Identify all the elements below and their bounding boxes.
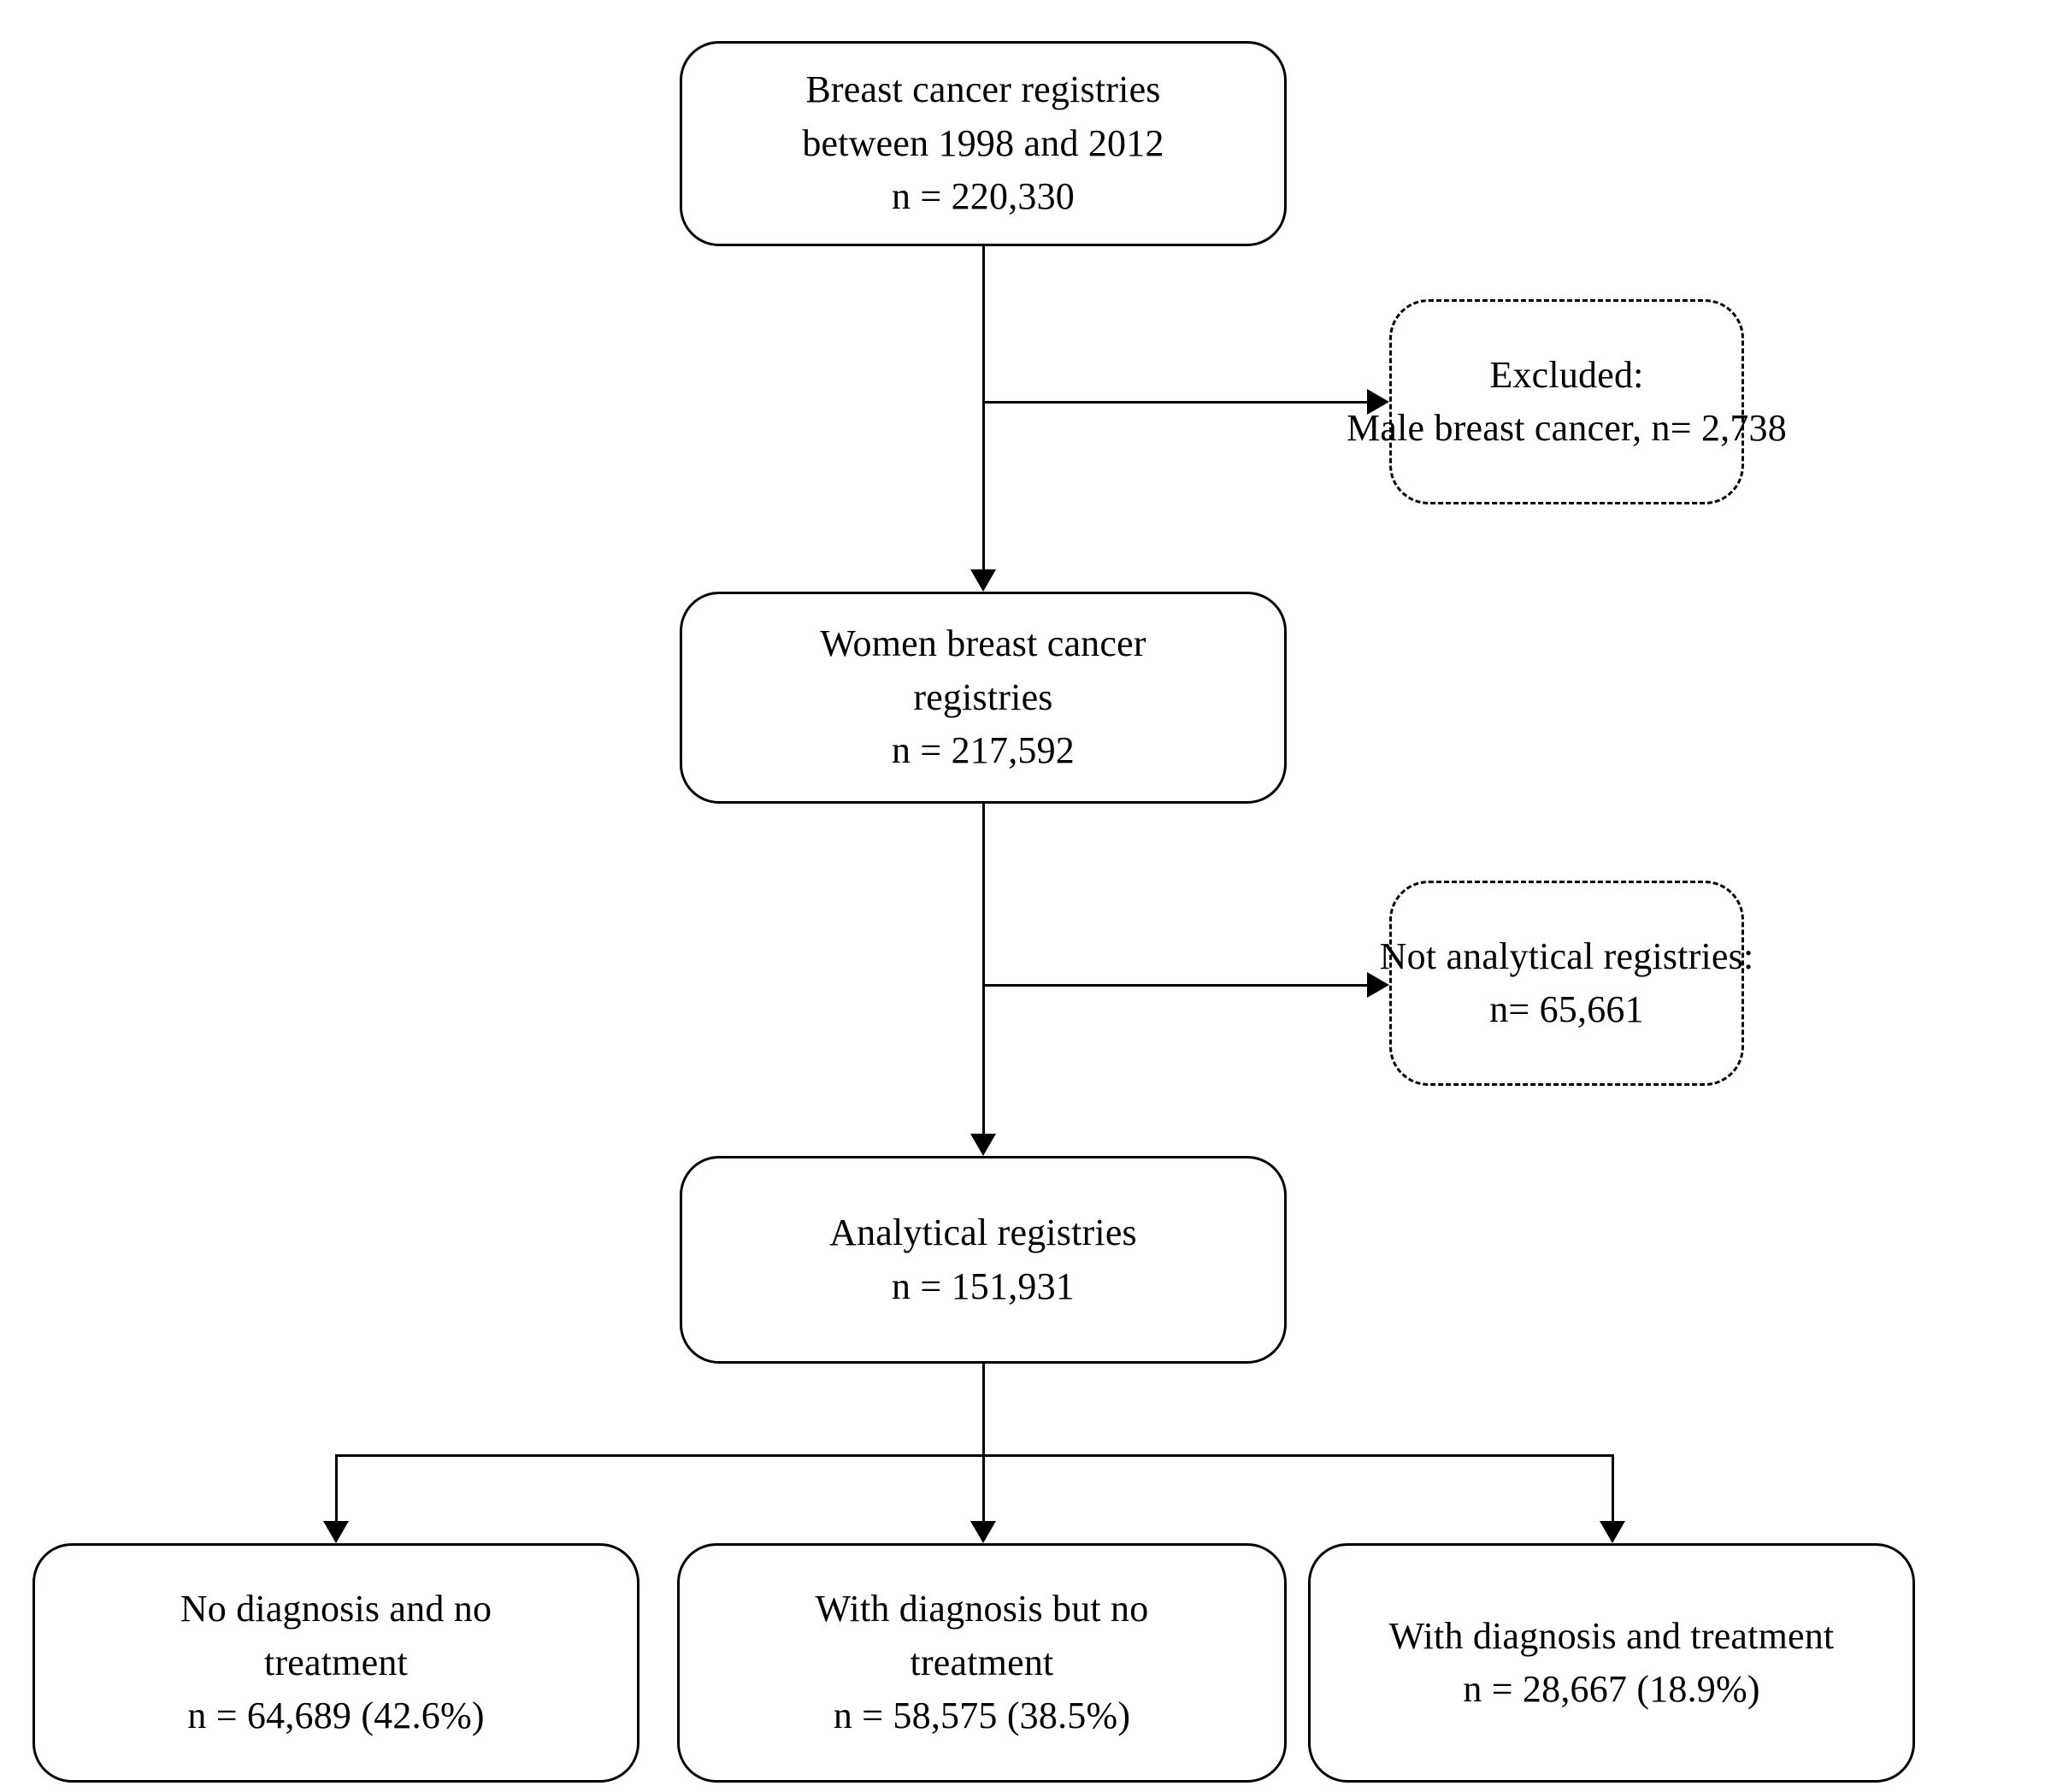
- node-line: treatment: [910, 1641, 1054, 1683]
- node-line: No diagnosis and no: [180, 1588, 492, 1630]
- node-line: n = 220,330: [891, 175, 1075, 218]
- node-line: between 1998 and 2012: [802, 121, 1164, 164]
- node-not-analytical-registries: Not analytical registries: n= 65,661: [1380, 881, 1753, 1086]
- node-line: n = 151,931: [891, 1264, 1075, 1307]
- node-women-breast-cancer-registries: Women breast cancer registries n = 217,5…: [680, 592, 1287, 804]
- arrowhead-right-icon: [1367, 389, 1389, 415]
- node-line: n = 64,689 (42.6%): [187, 1695, 485, 1737]
- node-analytical-registries: Analytical registries n = 151,931: [680, 1156, 1287, 1364]
- connector-split-branch-left: [335, 1454, 338, 1521]
- node-line: n = 28,667 (18.9%): [1463, 1668, 1760, 1710]
- node-line: Women breast cancer: [820, 622, 1146, 665]
- arrowhead-down-icon: [970, 1521, 996, 1543]
- node-line: With diagnosis and treatment: [1388, 1614, 1835, 1657]
- arrowhead-down-icon: [1600, 1521, 1625, 1543]
- connector-exclusion-male: [983, 401, 1367, 404]
- node-line: treatment: [264, 1641, 408, 1683]
- arrowhead-down-icon: [970, 1134, 996, 1156]
- node-line: Excluded:: [1489, 353, 1644, 396]
- node-line: Breast cancer registries: [805, 68, 1161, 111]
- arrowhead-down-icon: [323, 1521, 349, 1543]
- connector-women-to-analytical: [982, 804, 985, 1134]
- node-line: Analytical registries: [829, 1211, 1137, 1254]
- node-line: With diagnosis but no: [815, 1588, 1149, 1630]
- node-line: n = 58,575 (38.5%): [833, 1695, 1131, 1737]
- node-diagnosis-no-treatment: With diagnosis but no treatment n = 58,5…: [677, 1543, 1287, 1783]
- node-line: n= 65,661: [1489, 988, 1644, 1030]
- node-line: Male breast cancer, n= 2,738: [1347, 407, 1787, 449]
- node-line: Not analytical registries:: [1379, 934, 1754, 977]
- node-line: n = 217,592: [891, 729, 1075, 772]
- connector-split-branch-middle: [982, 1454, 985, 1521]
- connector-source-to-women: [982, 246, 985, 569]
- node-diagnosis-and-treatment: With diagnosis and treatment n = 28,667 …: [1308, 1543, 1915, 1783]
- node-no-diagnosis-no-treatment: No diagnosis and no treatment n = 64,689…: [32, 1543, 639, 1783]
- arrowhead-down-icon: [970, 569, 996, 592]
- arrowhead-right-icon: [1367, 972, 1389, 998]
- node-breast-cancer-registries: Breast cancer registries between 1998 an…: [680, 41, 1287, 246]
- connector-analytical-to-split: [982, 1364, 985, 1455]
- node-line: registries: [913, 675, 1053, 718]
- node-excluded-male-breast-cancer: Excluded: Male breast cancer, n= 2,738: [1347, 299, 1787, 504]
- connector-split-branch-right: [1612, 1454, 1614, 1521]
- connector-exclusion-not-analytical: [983, 984, 1367, 987]
- connector-split-bar: [335, 1454, 1614, 1457]
